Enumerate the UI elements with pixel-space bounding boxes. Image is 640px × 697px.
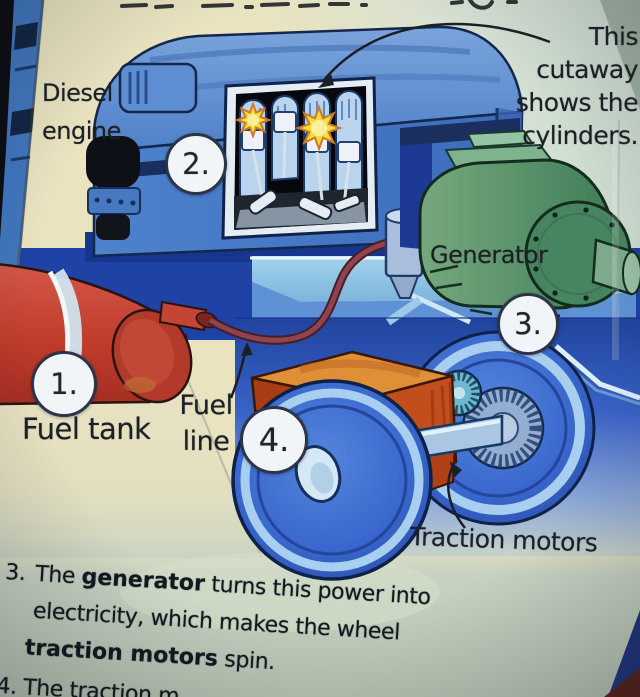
label-fuel-line: Fuel line xyxy=(179,390,233,457)
label-generator: Generator xyxy=(430,241,548,269)
callout-1: 1. xyxy=(31,351,97,417)
caption-item-number: 3. xyxy=(4,560,27,587)
caption-bold-traction-motors: traction motors xyxy=(24,635,219,672)
caption-line-3: traction motors spin. xyxy=(24,635,275,675)
callout-3: 3. xyxy=(497,293,559,355)
callout-4: 4. xyxy=(240,406,308,474)
caption-text-segment: The xyxy=(34,561,83,590)
callout-2: 2. xyxy=(165,133,227,195)
caption-text-segment: spin. xyxy=(217,646,276,676)
label-fuel-tank: Fuel tank xyxy=(22,412,151,446)
caption-line-4-clipped: 4. The traction m xyxy=(0,673,180,697)
label-cutaway-note: This cutaway shows the cylinders. xyxy=(515,22,639,150)
label-diesel-engine: Diesel engine xyxy=(42,79,121,145)
